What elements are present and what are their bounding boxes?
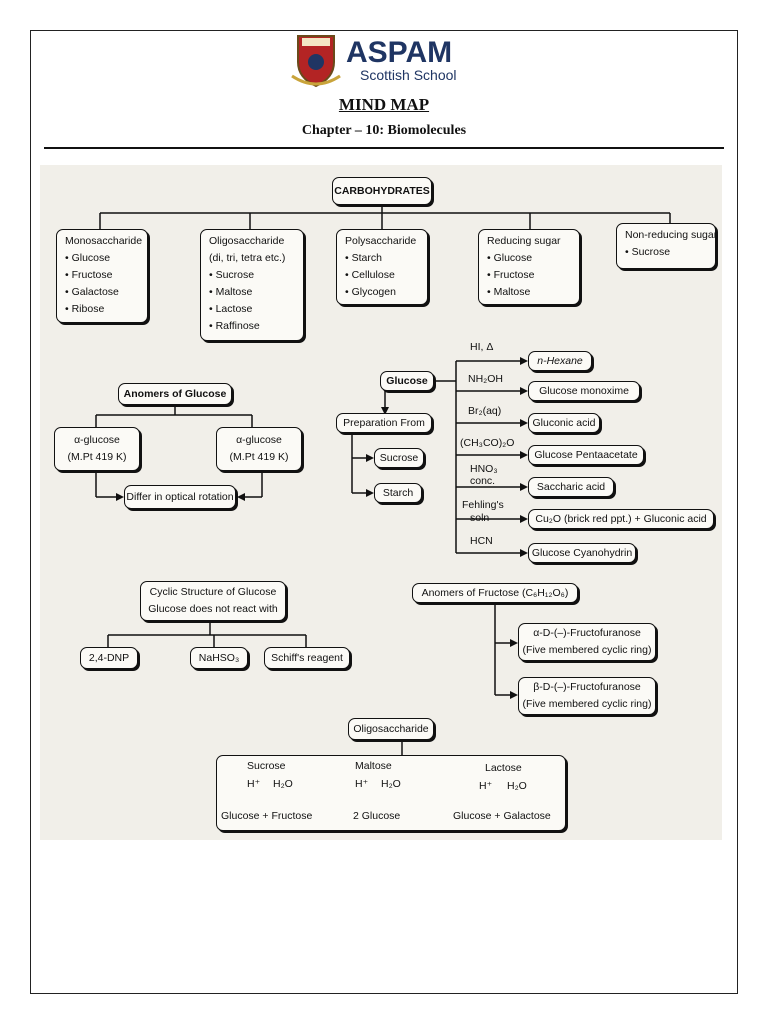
oligo-product: Glucose + Fructose [221, 810, 313, 822]
polysaccharide-title: Polysaccharide [345, 235, 417, 247]
preparation-from-box: Preparation From [336, 413, 432, 433]
oligo-water: H₂O [273, 778, 293, 790]
oligo-reagent: H⁺ [247, 778, 261, 790]
logo-text: ASPAM [346, 36, 452, 69]
alpha-glucose-right: α-glucose (M.Pt 419 K) [216, 427, 302, 471]
alpha-glucose-left: α-glucose (M.Pt 419 K) [54, 427, 140, 471]
reagent-label: HNO₃ [470, 463, 498, 475]
product-n-hexane: n-Hexane [528, 351, 592, 371]
list-item: Glucose [487, 250, 571, 267]
reagent-label: conc. [470, 475, 496, 487]
list-item: Raffinose [209, 318, 295, 335]
polysaccharide-box: Polysaccharide Starch Cellulose Glycogen [336, 229, 428, 305]
alpha-name: α-D-(–)-Fructofuranose [533, 627, 641, 639]
alpha-desc: (Five membered cyclic ring) [522, 644, 652, 656]
reducing-sugar-title: Reducing sugar [487, 235, 561, 247]
alpha-fructofuranose: α-D-(–)-Fructofuranose (Five membered cy… [518, 623, 656, 661]
reagent-dnp: 2,4-DNP [80, 647, 138, 669]
list-item: Maltose [209, 284, 295, 301]
monosaccharide-title: Monosaccharide [65, 235, 143, 247]
reagent-label: NH₂OH [468, 373, 503, 385]
mind-map: CARBOHYDRATES Monosaccharide Glucose Fru… [40, 165, 722, 840]
carbohydrates-root: CARBOHYDRATES [332, 177, 432, 205]
product-saccharic-acid: Saccharic acid [528, 477, 614, 497]
cyclic-structure-box: Cyclic Structure of Glucose Glucose does… [140, 581, 286, 621]
oligosaccharide-sub: (di, tri, tetra etc.) [209, 252, 286, 264]
oligo-reagent: H⁺ [479, 780, 493, 792]
anomers-of-glucose: Anomers of Glucose [118, 383, 232, 405]
oligo-product: 2 Glucose [353, 810, 401, 822]
beta-desc: (Five membered cyclic ring) [522, 698, 652, 710]
source-starch: Starch [374, 483, 422, 503]
page-border [30, 30, 738, 994]
list-item: Ribose [65, 301, 139, 318]
alpha-glucose-name: α-glucose [236, 434, 282, 446]
alpha-glucose-mp: (M.Pt 419 K) [67, 451, 127, 463]
list-item: Sucrose [209, 267, 295, 284]
oligo-name: Lactose [485, 762, 522, 774]
cyclic-title2: Glucose does not react with [148, 603, 278, 615]
list-item: Glucose [65, 250, 139, 267]
reagent-label: HCN [470, 535, 493, 547]
school-logo: ASPAM Scottish School [290, 32, 480, 88]
oligo-product: Glucose + Galactose [453, 810, 551, 822]
header-divider [44, 147, 724, 149]
list-item: Sucrose [625, 244, 707, 261]
non-reducing-sugar-title: Non-reducing sugar [625, 229, 718, 241]
oligo-name: Maltose [355, 760, 392, 772]
beta-name: β-D-(–)-Fructofuranose [533, 681, 641, 693]
list-item: Lactose [209, 301, 295, 318]
reducing-sugar-box: Reducing sugar Glucose Fructose Maltose [478, 229, 580, 305]
product-glucose-monoxime: Glucose monoxime [528, 381, 640, 401]
oligo-water: H₂O [381, 778, 401, 790]
chapter-subtitle: Chapter – 10: Biomolecules [301, 123, 467, 138]
oligosaccharide-hydrolysis-box: Sucrose H⁺ H₂O Glucose + Fructose Maltos… [216, 755, 566, 831]
cyclic-title: Cyclic Structure of Glucose [149, 586, 277, 598]
product-glucose-cyanohydrin: Glucose Cyanohydrin [528, 543, 636, 563]
reagent-label: Br₂(aq) [468, 405, 502, 417]
product-cu2o: Cu₂O (brick red ppt.) + Gluconic acid [528, 509, 714, 529]
beta-fructofuranose: β-D-(–)-Fructofuranose (Five membered cy… [518, 677, 656, 715]
alpha-glucose-name: α-glucose [74, 434, 120, 446]
list-item: Cellulose [345, 267, 419, 284]
optical-rotation-box: Differ in optical rotation [124, 485, 236, 509]
list-item: Starch [345, 250, 419, 267]
reagent-schiff: Schiff's reagent [264, 647, 350, 669]
oligo-name: Sucrose [247, 760, 286, 772]
reagent-nahso3: NaHSO₃ [190, 647, 248, 669]
reagent-label: (CH₃CO)₂O [460, 437, 515, 449]
source-sucrose: Sucrose [374, 448, 424, 468]
logo-subtext: Scottish School [360, 67, 457, 83]
oligo-reagent: H⁺ [355, 778, 369, 790]
list-item: Galactose [65, 284, 139, 301]
list-item: Fructose [487, 267, 571, 284]
non-reducing-sugar-box: Non-reducing sugar Sucrose [616, 223, 718, 269]
product-glucose-pentaacetate: Glucose Pentaacetate [528, 445, 644, 465]
product-gluconic-acid: Gluconic acid [528, 413, 600, 433]
alpha-glucose-mp: (M.Pt 419 K) [229, 451, 289, 463]
list-item: Glycogen [345, 284, 419, 301]
list-item: Fructose [65, 267, 139, 284]
oligosaccharide-title: Oligosaccharide [209, 235, 285, 247]
oligosaccharide-node: Oligosaccharide [348, 718, 434, 740]
monosaccharide-box: Monosaccharide Glucose Fructose Galactos… [56, 229, 148, 323]
reagent-label: soln [470, 512, 490, 524]
reagent-label: Fehling's [462, 499, 504, 511]
list-item: Maltose [487, 284, 571, 301]
glucose-node: Glucose [380, 371, 434, 391]
anomers-of-fructose: Anomers of Fructose (C₆H₁₂O₆) [412, 583, 578, 603]
reagent-label: HI, Δ [470, 341, 494, 353]
oligo-water: H₂O [507, 780, 527, 792]
oligosaccharide-box: Oligosaccharide (di, tri, tetra etc.) Su… [200, 229, 304, 341]
page-title: MIND MAP [338, 95, 430, 114]
